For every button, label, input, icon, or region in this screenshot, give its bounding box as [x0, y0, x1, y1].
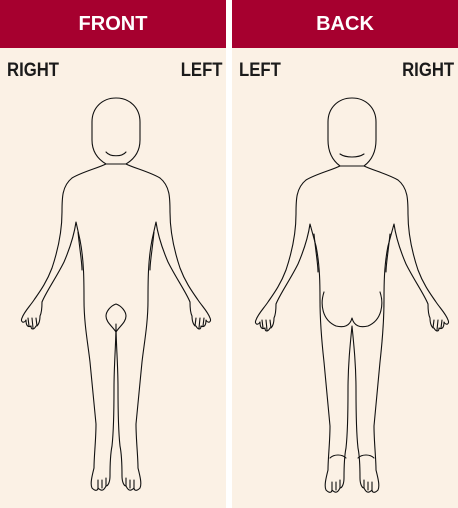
- front-left-foot-toes: [126, 478, 134, 488]
- back-left-ankle: [330, 455, 346, 458]
- back-panel: BACK LEFT RIGHT: [232, 0, 458, 508]
- back-right-foot-toes: [364, 480, 372, 490]
- front-body-silhouette: [21, 164, 210, 490]
- front-head: [92, 98, 140, 164]
- back-neck: [340, 154, 364, 157]
- front-neck: [106, 152, 126, 156]
- back-buttocks: [322, 292, 382, 327]
- front-panel: FRONT RIGHT LEFT: [0, 0, 226, 508]
- back-body-silhouette: [255, 166, 448, 492]
- back-left-foot-toes: [332, 480, 340, 490]
- back-body-outline[interactable]: [232, 0, 458, 508]
- front-body-outline[interactable]: [0, 0, 226, 508]
- back-head: [328, 98, 376, 166]
- front-right-foot-toes: [98, 478, 106, 488]
- back-right-ankle: [358, 455, 374, 458]
